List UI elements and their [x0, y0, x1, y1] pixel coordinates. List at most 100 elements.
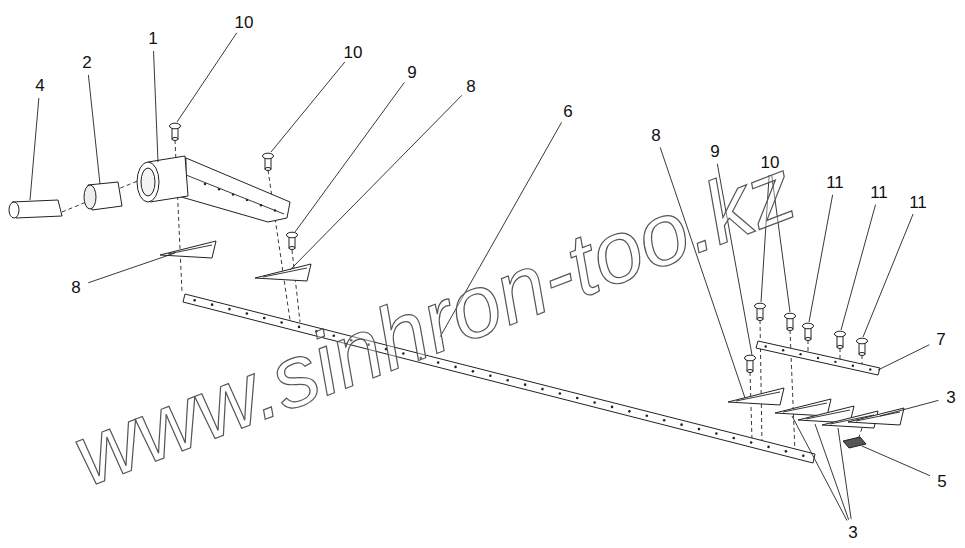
callout-number: 4 — [35, 77, 44, 94]
callout-number: 2 — [82, 54, 91, 71]
callout-number: 10 — [235, 14, 254, 31]
bolt-end — [757, 318, 763, 321]
hole — [204, 183, 206, 185]
leader-line — [154, 51, 158, 162]
hole — [785, 450, 788, 453]
hole — [593, 401, 596, 404]
leader-line — [30, 98, 39, 200]
leader-line — [841, 205, 876, 330]
pipe-end — [9, 202, 19, 218]
hole — [852, 365, 854, 367]
callout-number: 10 — [344, 44, 363, 61]
callout-number: 8 — [71, 279, 80, 296]
arm-tube-end — [137, 162, 159, 202]
knife-edge — [856, 412, 900, 421]
leader-line — [88, 75, 100, 184]
bolt-end — [859, 353, 865, 356]
hole — [274, 209, 276, 211]
hole — [506, 379, 509, 382]
leader-line — [878, 345, 929, 370]
leader-line — [815, 424, 849, 520]
hole — [663, 419, 666, 422]
hole — [628, 410, 631, 413]
hole — [698, 428, 701, 431]
callout-number: 9 — [710, 143, 719, 160]
hole — [232, 193, 234, 195]
callout-number: 3 — [946, 389, 955, 406]
bolt-end — [265, 168, 271, 171]
hole — [646, 414, 649, 417]
hole — [576, 397, 579, 400]
hole — [263, 317, 266, 320]
leader-line — [290, 95, 462, 270]
callout-number: 9 — [407, 64, 416, 81]
leader-line — [88, 253, 175, 283]
knife-section — [255, 264, 311, 281]
knife-edge — [736, 392, 780, 401]
hole — [799, 353, 801, 355]
knife-edge — [168, 245, 212, 254]
hole — [211, 303, 214, 306]
callout-number: 11 — [870, 184, 888, 201]
hole — [767, 446, 770, 449]
bolt-head — [835, 331, 846, 337]
hole — [765, 345, 767, 347]
hole — [524, 383, 527, 386]
hole — [750, 441, 753, 444]
assembly-line — [62, 180, 140, 212]
hole — [228, 308, 231, 311]
callout-number: 1 — [148, 30, 157, 47]
bolt-end — [289, 247, 295, 250]
callout-number: 5 — [937, 473, 946, 490]
hole — [732, 437, 735, 440]
hole — [559, 392, 562, 395]
callout-number: 11 — [826, 174, 844, 191]
bolt-head — [785, 313, 796, 319]
hole — [246, 199, 248, 201]
hole — [817, 357, 819, 359]
leader-line — [271, 62, 345, 152]
bolt-head — [263, 153, 274, 159]
hole — [218, 188, 220, 190]
hole — [260, 204, 262, 206]
hole — [280, 321, 283, 324]
knife-edge — [783, 403, 827, 412]
leader-line — [838, 428, 851, 519]
hole — [782, 349, 784, 351]
pipe — [12, 200, 62, 218]
bolt-head — [803, 323, 814, 329]
callout-number: 3 — [848, 524, 857, 541]
callout-number: 11 — [909, 194, 927, 211]
hole — [541, 388, 544, 391]
hole — [472, 370, 475, 373]
hole — [834, 361, 836, 363]
hole — [454, 366, 457, 369]
assembly-line — [750, 372, 752, 440]
hole — [246, 312, 249, 315]
leader-line — [177, 33, 237, 122]
bolt-head — [745, 355, 756, 361]
arm-tube-bore — [141, 168, 155, 196]
hole — [680, 423, 683, 426]
bolt-head — [755, 303, 766, 309]
bolt-end — [805, 338, 811, 341]
arm-edge — [186, 175, 284, 214]
short-bar — [756, 341, 880, 375]
knife-section — [728, 388, 784, 405]
leader-line — [863, 214, 913, 337]
hole — [715, 432, 718, 435]
hole — [193, 299, 196, 302]
bolt-end — [747, 370, 753, 373]
assembly-line — [760, 320, 762, 445]
bushing-end — [84, 185, 96, 209]
leader-line — [880, 400, 938, 416]
knife-section — [848, 408, 904, 425]
bolt-end — [787, 328, 793, 331]
hole — [802, 454, 805, 457]
callout-number: 6 — [563, 103, 572, 120]
hole — [869, 368, 871, 370]
hole — [611, 406, 614, 409]
assembly-line — [268, 170, 290, 320]
bolt-head — [170, 123, 181, 129]
